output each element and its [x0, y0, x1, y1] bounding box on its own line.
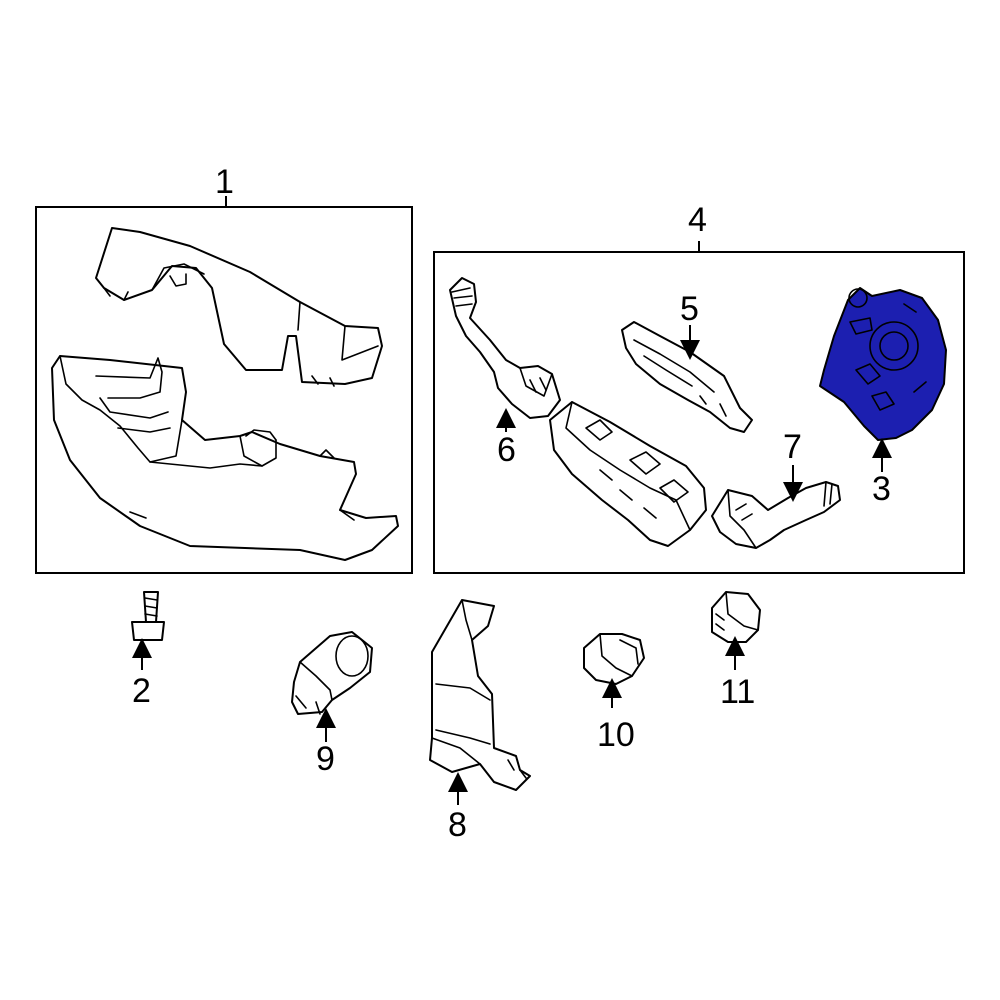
callout-5[interactable]: 5: [680, 290, 699, 328]
callout-1[interactable]: 1: [215, 163, 234, 201]
callout-8[interactable]: 8: [448, 806, 467, 844]
part-10-module[interactable]: 10: [583, 633, 645, 754]
callout-6[interactable]: 6: [497, 431, 516, 469]
group-box-1: 1: [35, 163, 413, 574]
part-3-clock-spring[interactable]: 3: [819, 287, 947, 508]
callout-3[interactable]: 3: [872, 470, 891, 508]
part-8-bracket[interactable]: 8: [429, 599, 531, 844]
group-box-4: 4: [433, 201, 965, 574]
callout-10[interactable]: 10: [597, 716, 635, 754]
part-6-turn-signal-switch[interactable]: 6: [449, 277, 561, 469]
callout-2[interactable]: 2: [132, 672, 151, 710]
part-11-module[interactable]: 11: [711, 591, 761, 711]
part-9-lock-cylinder[interactable]: 9: [291, 631, 373, 778]
callout-4[interactable]: 4: [688, 201, 707, 239]
upper-column-shroud[interactable]: [95, 227, 383, 387]
part-5-bracket[interactable]: 5: [621, 290, 753, 433]
combination-switch-body[interactable]: [549, 401, 707, 547]
callout-7[interactable]: 7: [783, 428, 802, 466]
callout-9[interactable]: 9: [316, 740, 335, 778]
part-7-wiper-switch[interactable]: 7: [711, 428, 841, 549]
part-2-bolt[interactable]: 2: [131, 591, 165, 710]
lower-column-shroud[interactable]: [51, 355, 399, 561]
callout-11[interactable]: 11: [720, 673, 755, 711]
